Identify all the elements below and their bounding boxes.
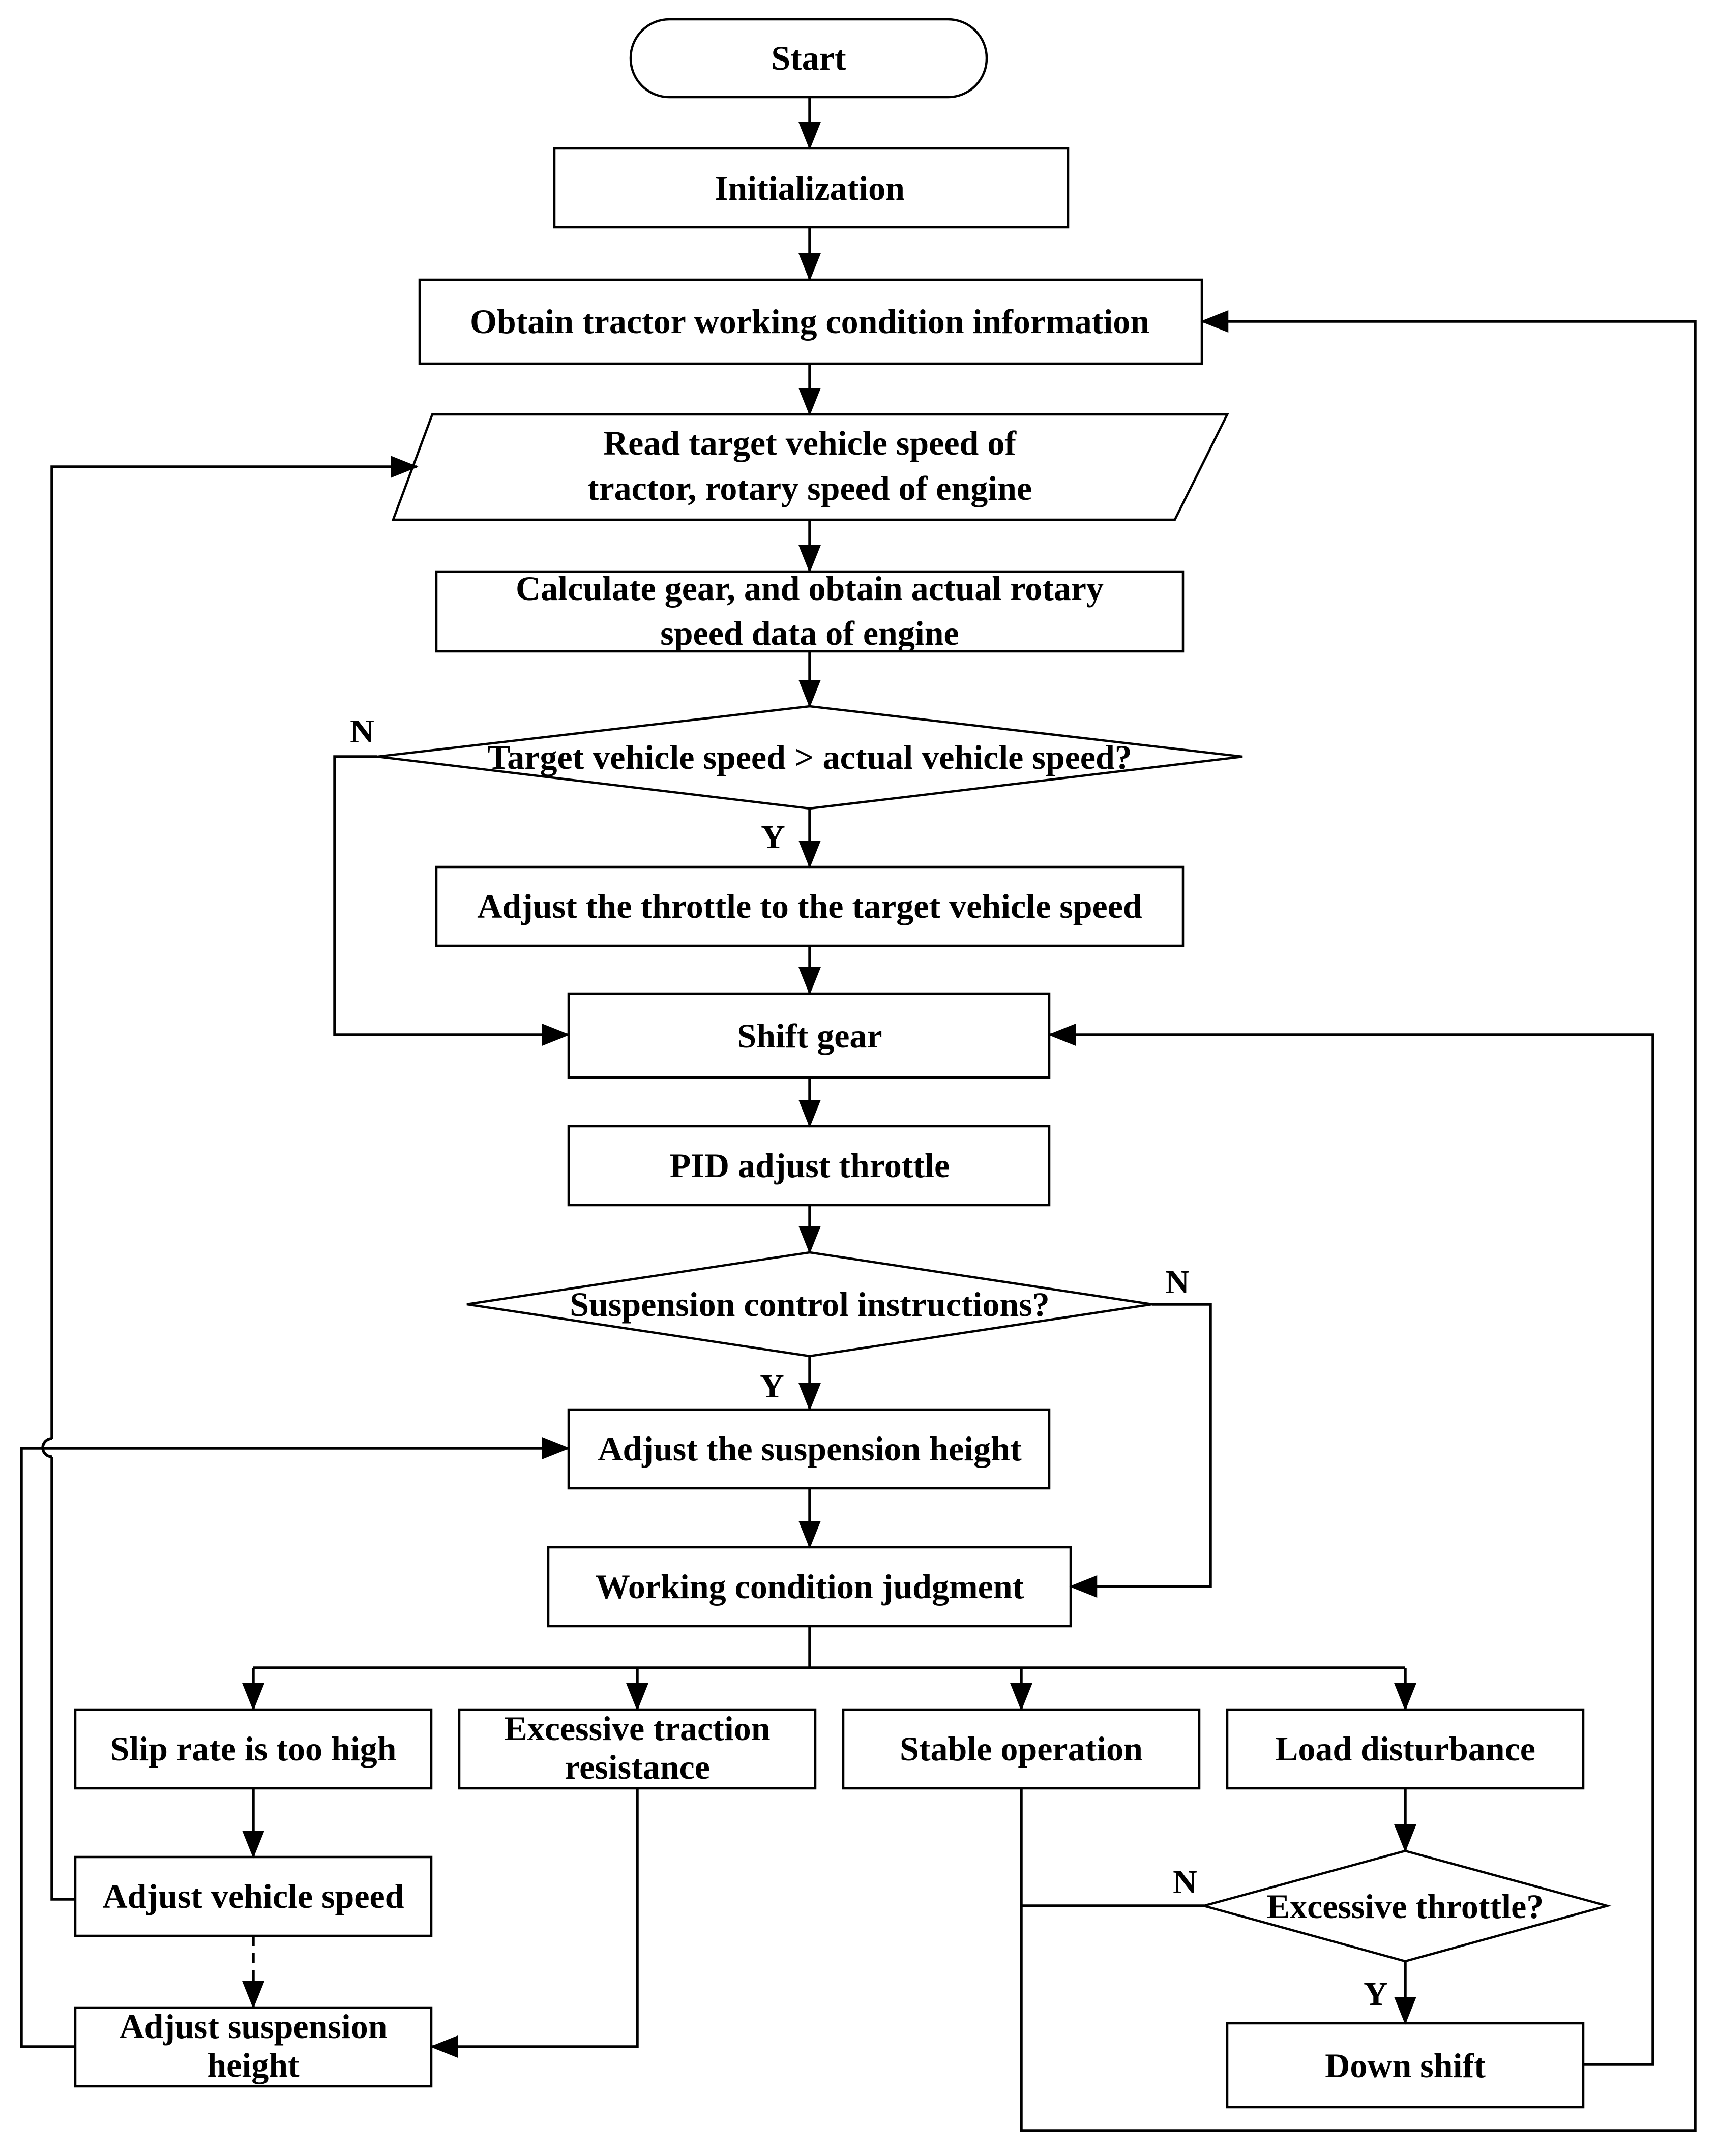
stable-operation-node: Stable operation bbox=[842, 1708, 1201, 1790]
adjust-throttle-target-label: Adjust the throttle to the target vehicl… bbox=[477, 887, 1142, 925]
calculate-gear-line-2: speed data of engine bbox=[660, 614, 959, 652]
down-shift-label: Down shift bbox=[1325, 2046, 1486, 2085]
arrow-suspension-to-height bbox=[20, 1437, 570, 2048]
working-condition-label: Working condition judgment bbox=[596, 1567, 1024, 1606]
suspension-decision-label: Suspension control instructions? bbox=[570, 1285, 1049, 1324]
load-disturbance-node: Load disturbance bbox=[1226, 1708, 1585, 1790]
read-target-node: Read target vehicle speed of tractor, ro… bbox=[391, 413, 1229, 521]
arrow-suspension-decision-no bbox=[1069, 1303, 1212, 1598]
decision-labels: N Y N Y N Y bbox=[350, 713, 1388, 2013]
slip-rate-node: Slip rate is too high bbox=[74, 1708, 433, 1790]
arrow-speed-to-read-target bbox=[50, 456, 419, 1439]
throttle-decision-yes-label: Y bbox=[1364, 1975, 1388, 2013]
pid-adjust-label: PID adjust throttle bbox=[670, 1146, 950, 1185]
adjust-vehicle-speed-node: Adjust vehicle speed bbox=[74, 1855, 433, 1937]
adjust-suspension-line-2: height bbox=[207, 2046, 300, 2084]
throttle-decision-node: Excessive throttle? bbox=[1199, 1849, 1612, 1963]
shift-gear-node: Shift gear bbox=[567, 992, 1051, 1079]
slip-rate-label: Slip rate is too high bbox=[110, 1729, 397, 1768]
pid-adjust-node: PID adjust throttle bbox=[567, 1125, 1051, 1207]
speed-decision-node: Target vehicle speed > actual vehicle sp… bbox=[377, 705, 1243, 810]
excessive-traction-line-1: Excessive traction bbox=[504, 1709, 770, 1748]
calculate-gear-node: Calculate gear, and obtain actual rotary… bbox=[435, 569, 1185, 653]
adjust-suspension-line-1: Adjust suspension bbox=[119, 2007, 387, 2046]
speed-decision-yes-label: Y bbox=[761, 819, 785, 856]
start-node: Start bbox=[629, 18, 988, 99]
shift-gear-label: Shift gear bbox=[737, 1016, 882, 1055]
connectors bbox=[20, 97, 1697, 2132]
excessive-traction-line-2: resistance bbox=[565, 1748, 710, 1786]
throttle-decision-label: Excessive throttle? bbox=[1267, 1887, 1544, 1926]
working-condition-node: Working condition judgment bbox=[547, 1546, 1072, 1628]
adjust-suspension-height-label: Adjust the suspension height bbox=[598, 1429, 1022, 1468]
start-label: Start bbox=[771, 39, 846, 77]
arrow-stable-to-obtain-info bbox=[1020, 310, 1697, 2132]
load-disturbance-label: Load disturbance bbox=[1275, 1729, 1535, 1768]
speed-decision-label: Target vehicle speed > actual vehicle sp… bbox=[487, 738, 1132, 776]
excessive-traction-node: Excessive traction resistance bbox=[458, 1708, 817, 1790]
adjust-vehicle-speed-label: Adjust vehicle speed bbox=[102, 1877, 404, 1915]
read-target-line-1: Read target vehicle speed of bbox=[603, 424, 1017, 462]
suspension-decision-yes-label: Y bbox=[760, 1368, 784, 1405]
adjust-suspension-node: Adjust suspension height bbox=[74, 2006, 433, 2088]
initialization-label: Initialization bbox=[715, 169, 905, 207]
stable-operation-label: Stable operation bbox=[900, 1729, 1143, 1768]
obtain-info-label: Obtain tractor working condition informa… bbox=[470, 302, 1149, 341]
adjust-suspension-height-node: Adjust the suspension height bbox=[567, 1408, 1051, 1490]
obtain-info-node: Obtain tractor working condition informa… bbox=[418, 278, 1203, 365]
suspension-decision-no-label: N bbox=[1165, 1264, 1190, 1301]
loop-speed-lower bbox=[50, 1457, 75, 1901]
down-shift-node: Down shift bbox=[1226, 2022, 1585, 2109]
arrow-traction-to-suspension bbox=[430, 1788, 639, 2058]
calculate-gear-line-1: Calculate gear, and obtain actual rotary bbox=[516, 569, 1104, 608]
arrow-speed-decision-no bbox=[333, 755, 570, 1046]
arrow-down-shift-to-shift-gear bbox=[1048, 1024, 1654, 2066]
suspension-decision-node: Suspension control instructions? bbox=[466, 1251, 1152, 1358]
speed-decision-no-label: N bbox=[350, 713, 374, 750]
adjust-throttle-target-node: Adjust the throttle to the target vehicl… bbox=[435, 865, 1185, 947]
throttle-decision-no-label: N bbox=[1173, 1864, 1197, 1901]
read-target-line-2: tractor, rotary speed of engine bbox=[587, 469, 1032, 507]
initialization-node: Initialization bbox=[553, 147, 1070, 229]
